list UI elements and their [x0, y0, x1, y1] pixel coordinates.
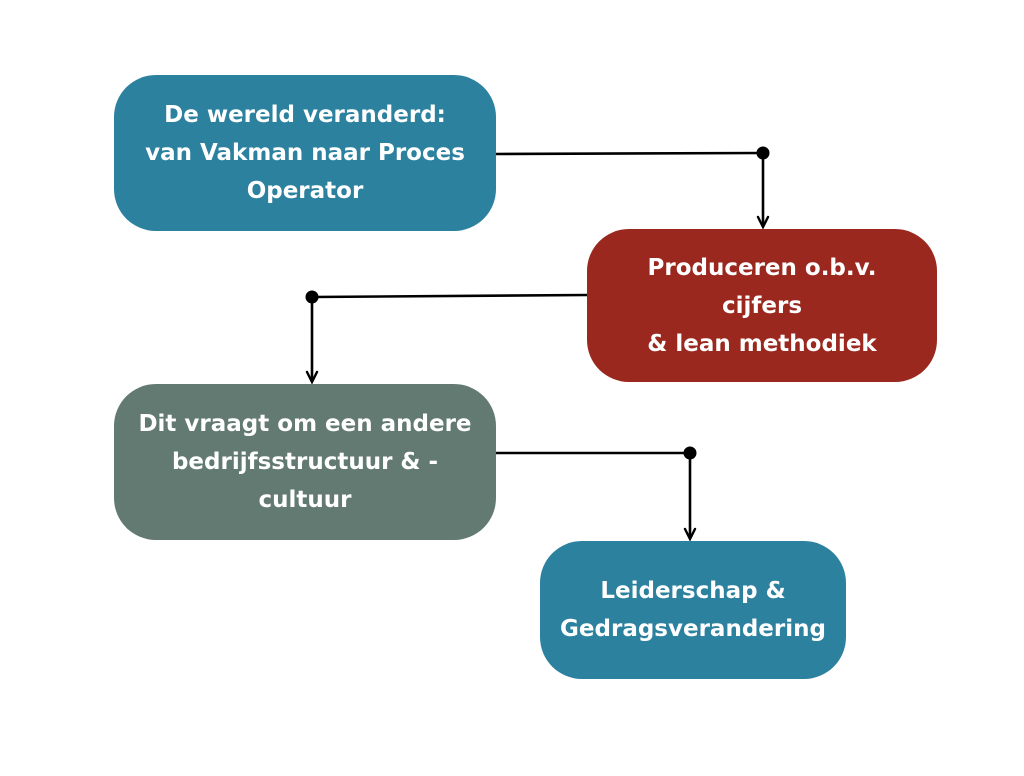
node-structure-culture-text: Dit vraagt om een andere bedrijfsstructu… — [134, 405, 476, 519]
node-text-line: & lean methodiek — [647, 330, 877, 357]
node-produce-figures-text: Produceren o.b.v. cijfers & lean methodi… — [607, 249, 917, 363]
connector-2-horizontal — [311, 293, 588, 299]
node-text-line: van Vakman naar Proces — [145, 140, 465, 166]
connector-3 — [496, 446, 697, 540]
connector-2 — [305, 290, 588, 383]
node-text-line: Operator — [246, 178, 364, 204]
node-world-changed: De wereld veranderd: van Vakman naar Pro… — [114, 75, 496, 231]
node-text-line: Produceren o.b.v. cijfers — [647, 254, 877, 319]
node-text-line: Dit vraagt om een andere — [138, 411, 472, 437]
connector-1 — [495, 146, 770, 228]
node-text-line: De wereld veranderd: — [164, 102, 446, 128]
node-text-line: Gedragsverandering — [560, 616, 826, 642]
connector-1-horizontal — [495, 151, 764, 156]
node-leadership: Leiderschap & Gedragsverandering — [540, 541, 846, 679]
node-world-changed-text: De wereld veranderd: van Vakman naar Pro… — [145, 96, 465, 210]
node-text-line: bedrijfsstructuur & -cultuur — [171, 449, 439, 513]
node-text-line: Leiderschap & — [600, 578, 786, 604]
node-produce-figures: Produceren o.b.v. cijfers & lean methodi… — [587, 229, 937, 382]
node-structure-culture: Dit vraagt om een andere bedrijfsstructu… — [114, 384, 496, 540]
node-leadership-text: Leiderschap & Gedragsverandering — [560, 572, 826, 648]
